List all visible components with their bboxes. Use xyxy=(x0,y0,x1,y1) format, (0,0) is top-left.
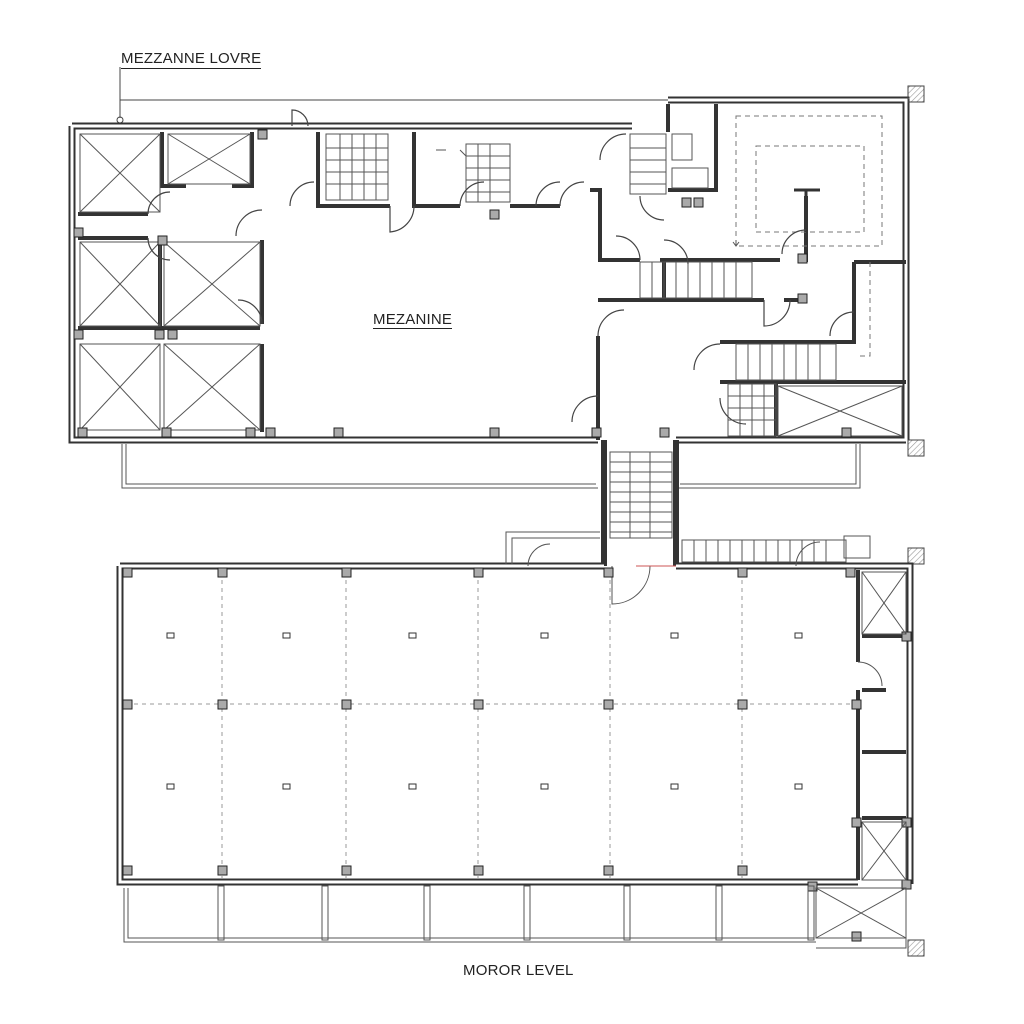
mezzanine-stairs xyxy=(325,133,837,437)
lower-outer-walls xyxy=(116,562,914,886)
lower-wall-inner-lines xyxy=(118,564,912,884)
mezzanine-outer-walls xyxy=(68,96,910,444)
mezzanine-x-bays xyxy=(79,133,903,437)
lower-entry-details xyxy=(505,531,883,687)
level-label: MOROR LEVEL xyxy=(463,962,574,979)
lower-structural-grid xyxy=(126,572,852,878)
mezzanine-doors xyxy=(147,109,855,425)
corner-blocks xyxy=(907,85,925,957)
drawing-title: MEZZANNE LOVRE xyxy=(121,50,262,69)
fixture-marks xyxy=(436,133,740,247)
title-leader xyxy=(116,67,668,124)
lower-east-partition xyxy=(856,570,906,880)
equipment-t-mark xyxy=(794,188,820,232)
equipment-dashed-outline xyxy=(735,115,883,357)
mezzanine-wall-inner-lines xyxy=(70,98,908,442)
mezzanine-canopy xyxy=(121,444,861,489)
lower-fixtures xyxy=(166,632,803,790)
mezzanine-columns xyxy=(73,129,852,438)
connecting-stair xyxy=(601,440,679,566)
lower-x-bays xyxy=(815,571,907,939)
room-label-mezzanine: MEZANINE xyxy=(373,311,453,329)
south-colonnade xyxy=(123,885,907,949)
